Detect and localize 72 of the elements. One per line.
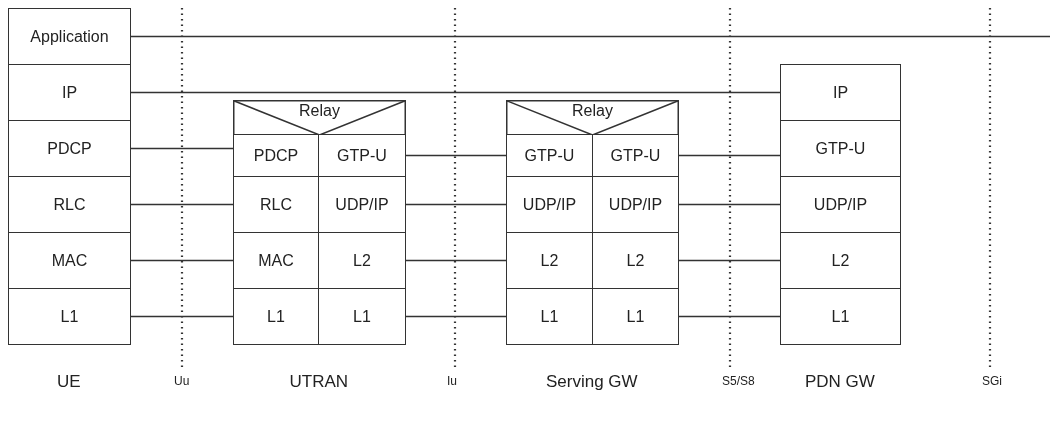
connection-line (405, 315, 507, 318)
layer-label: L1 (60, 307, 79, 326)
relay-box (506, 100, 679, 135)
connection-line (678, 154, 781, 157)
protocol-layer-box (780, 288, 901, 345)
layer-label: GTP-U (524, 146, 575, 165)
layer-label: MAC (51, 251, 88, 270)
stack-name: UE (57, 372, 81, 392)
layer-label: RLC (260, 195, 292, 214)
layer-label: L1 (626, 307, 645, 326)
layer-label: PDCP (47, 139, 92, 158)
layer-label: L2 (831, 251, 850, 270)
connection-line (678, 203, 781, 206)
protocol-layer-box (318, 134, 406, 177)
protocol-layer-box (8, 120, 131, 177)
layer-label: UDP/IP (813, 195, 868, 214)
connection-line (130, 35, 1051, 38)
protocol-layer-box (233, 288, 319, 345)
protocol-layer-box (780, 120, 901, 177)
layer-label: MAC (258, 251, 294, 270)
interface-label: SGi (982, 374, 1002, 388)
layer-label: PDCP (253, 146, 299, 165)
connection-line (130, 259, 234, 262)
layer-label: IP (61, 83, 78, 102)
protocol-layer-box (8, 176, 131, 233)
layer-label: L2 (626, 251, 645, 270)
layer-label: GTP-U (815, 139, 866, 158)
stack-name: PDN GW (805, 372, 875, 392)
layer-label: Relay (298, 102, 341, 120)
layer-label: RLC (53, 195, 86, 214)
connection-line (130, 147, 234, 150)
protocol-layer-box (780, 232, 901, 289)
interface-label: Uu (174, 374, 190, 388)
relay-box (233, 100, 406, 135)
protocol-layer-box (592, 288, 679, 345)
layer-label: Application (30, 27, 109, 46)
layer-label: IP (832, 83, 849, 102)
protocol-layer-box (506, 134, 593, 177)
layer-label: L1 (540, 307, 559, 326)
protocol-layer-box (780, 64, 901, 121)
protocol-layer-box (8, 8, 131, 65)
protocol-layer-box (233, 134, 319, 177)
protocol-layer-box (8, 232, 131, 289)
connection-line (130, 315, 234, 318)
connection-line (678, 259, 781, 262)
interface-label: Iu (447, 374, 457, 388)
connection-line (678, 315, 781, 318)
protocol-layer-box (780, 176, 901, 233)
protocol-layer-box (318, 288, 406, 345)
connection-line (130, 91, 781, 94)
layer-label: GTP-U (337, 146, 387, 165)
layer-label: L1 (267, 307, 285, 326)
protocol-layer-box (506, 288, 593, 345)
protocol-layer-box (8, 64, 131, 121)
layer-label: GTP-U (610, 146, 661, 165)
connection-line (405, 203, 507, 206)
connection-line (405, 154, 507, 157)
connection-line (405, 259, 507, 262)
stack-name: UTRAN (289, 372, 349, 392)
connection-line (130, 203, 234, 206)
layer-label: UDP/IP (522, 195, 577, 214)
stack-name: Serving GW (546, 372, 638, 392)
layer-label: Relay (571, 102, 614, 120)
layer-label: UDP/IP (335, 195, 389, 214)
layer-label: L2 (353, 251, 371, 270)
interface-label: S5/S8 (722, 374, 755, 388)
protocol-layer-box (8, 288, 131, 345)
layer-label: UDP/IP (608, 195, 663, 214)
layer-label: L1 (831, 307, 850, 326)
layer-label: L1 (353, 307, 371, 326)
protocol-layer-box (592, 134, 679, 177)
layer-label: L2 (540, 251, 559, 270)
